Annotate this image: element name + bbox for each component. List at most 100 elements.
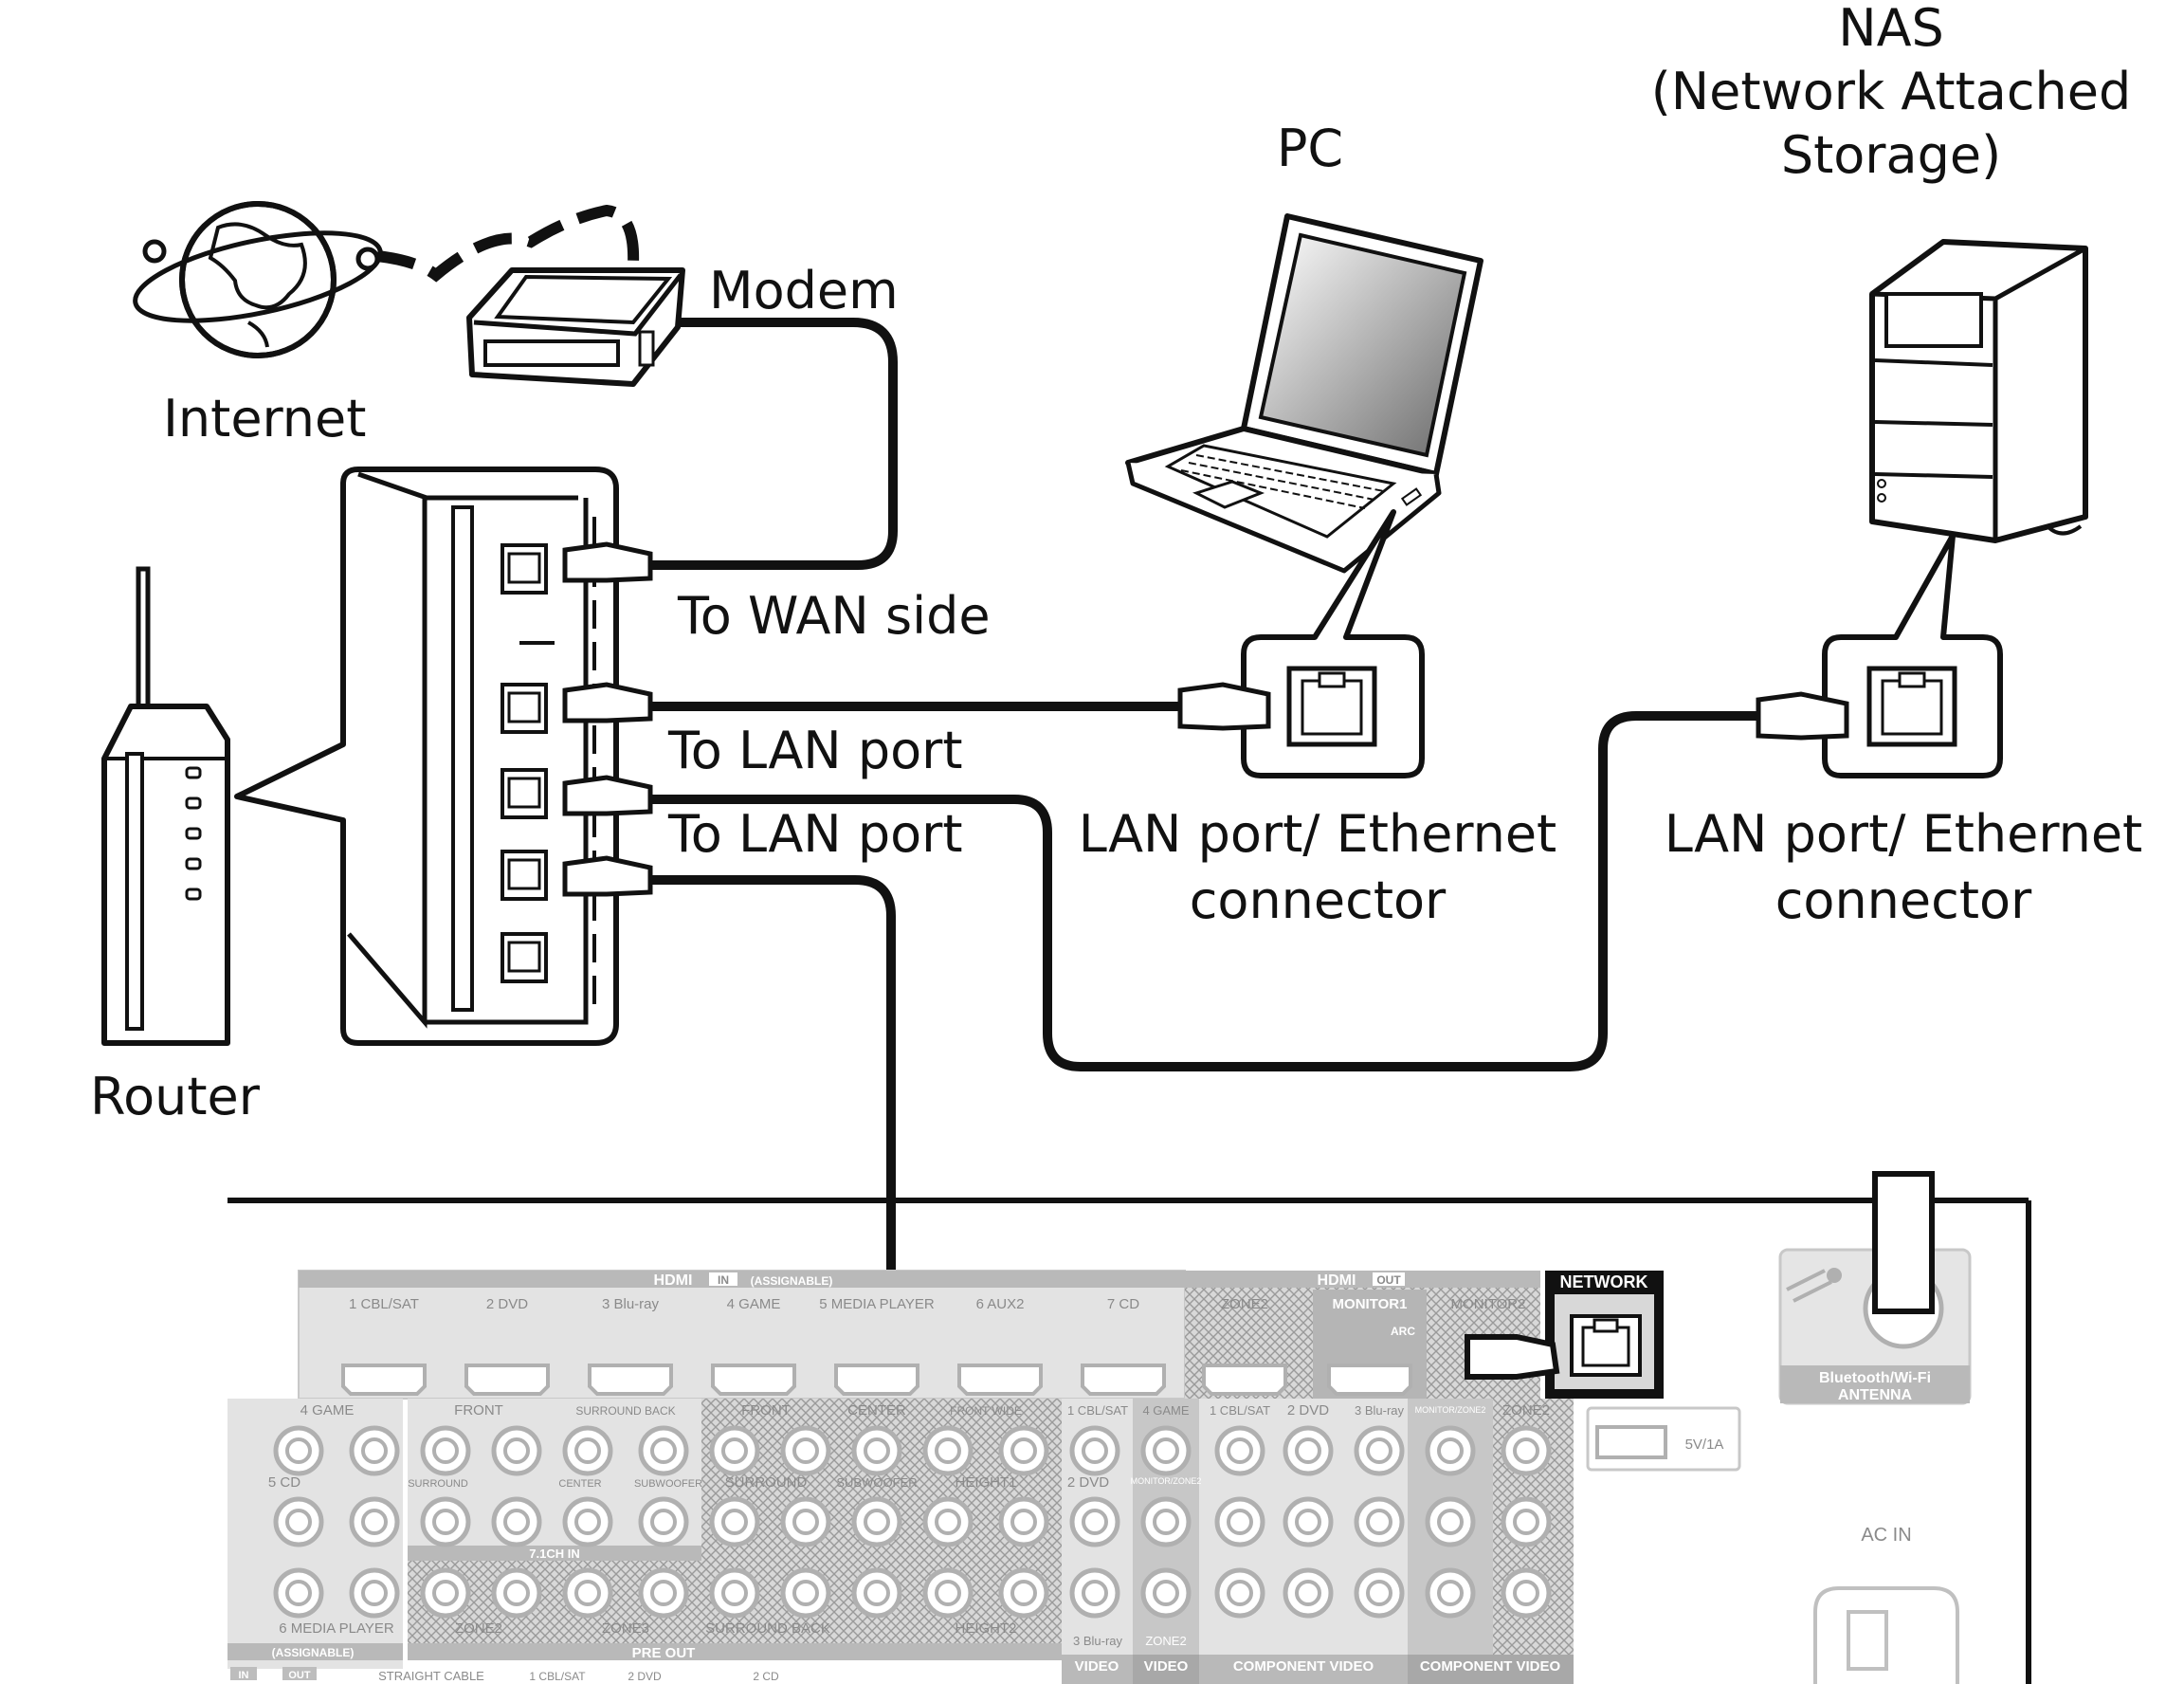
rca-jack bbox=[1140, 1496, 1192, 1547]
modem-wan-cable bbox=[630, 318, 898, 570]
nas-port-label: LAN port/ Ethernet bbox=[1665, 804, 2142, 864]
hdmi-out-title: HDMI bbox=[1318, 1272, 1356, 1289]
rca-jack bbox=[420, 1425, 471, 1476]
rj45-plug bbox=[562, 855, 653, 897]
rj45-plug bbox=[1756, 691, 1849, 741]
arc-label: ARC bbox=[1391, 1325, 1415, 1338]
hdmi-in-assignable: (ASSIGNABLE) bbox=[751, 1274, 833, 1288]
analog-label: ZONE2 bbox=[1502, 1402, 1550, 1419]
hdmi-in-badge: IN bbox=[718, 1273, 729, 1287]
rca-jack bbox=[273, 1567, 324, 1619]
video-out-label: VIDEO bbox=[1144, 1658, 1189, 1675]
router-wan-port bbox=[500, 543, 548, 595]
rca-jack bbox=[491, 1567, 542, 1619]
rca-jack bbox=[1069, 1567, 1120, 1619]
rca-jack bbox=[998, 1425, 1049, 1476]
analog-label: FRONT bbox=[741, 1402, 791, 1419]
analog-label: ZONE2 bbox=[455, 1620, 502, 1637]
lan-port-label: To LAN port bbox=[667, 804, 963, 864]
analog-label: ZONE3 bbox=[602, 1620, 649, 1637]
rca-jack bbox=[998, 1496, 1049, 1547]
rca-jack bbox=[1069, 1425, 1120, 1476]
antenna-label: Bluetooth/Wi-Fi bbox=[1819, 1370, 1931, 1386]
rca-jack bbox=[709, 1496, 760, 1547]
modem-label: Modem bbox=[709, 261, 899, 320]
rca-jack bbox=[1501, 1496, 1552, 1547]
component-video-out-label: COMPONENT VIDEO bbox=[1420, 1658, 1561, 1675]
usb-power-label: 5V/1A bbox=[1685, 1437, 1724, 1453]
rca-jack bbox=[349, 1425, 400, 1476]
component-video-in-label: COMPONENT VIDEO bbox=[1233, 1658, 1374, 1675]
rca-jack bbox=[1425, 1425, 1476, 1476]
pc-label: PC bbox=[1277, 119, 1343, 178]
rj45-plug bbox=[1177, 682, 1271, 731]
hdmi-port bbox=[834, 1364, 919, 1396]
rca-jack bbox=[851, 1425, 902, 1476]
hdmi-port bbox=[711, 1364, 796, 1396]
in-badge: IN bbox=[239, 1670, 249, 1681]
analog-label: 4 GAME bbox=[1142, 1403, 1189, 1418]
hdmi-port bbox=[1202, 1364, 1287, 1396]
rca-jack bbox=[1354, 1567, 1405, 1619]
hdmi-port bbox=[588, 1364, 673, 1396]
usb-port: 5V/1A bbox=[1586, 1406, 1741, 1472]
analog-label: MONITOR/ZONE2 bbox=[1415, 1405, 1486, 1415]
network-port-label: NETWORK bbox=[1560, 1272, 1648, 1291]
tv-audio-label: 2 DVD bbox=[628, 1670, 662, 1683]
av-receiver-rear-panel: HDMI IN (ASSIGNABLE) 1 CBL/SAT 2 DVD 3 B… bbox=[228, 1171, 2031, 1684]
router-lan-port bbox=[500, 683, 548, 734]
rj45-plug bbox=[1465, 1334, 1560, 1380]
rca-jack bbox=[420, 1496, 471, 1547]
pc-port-label: connector bbox=[1190, 870, 1447, 930]
hdmi-input-label: 4 GAME bbox=[727, 1296, 781, 1312]
nas-port-label: connector bbox=[1775, 870, 2032, 930]
lan-port-label: To LAN port bbox=[667, 721, 963, 780]
hdmi-input-label: 2 DVD bbox=[486, 1296, 528, 1312]
rca-jack bbox=[1501, 1425, 1552, 1476]
rca-jack bbox=[851, 1496, 902, 1547]
rca-jack bbox=[562, 1425, 613, 1476]
rca-jack bbox=[1425, 1496, 1476, 1547]
analog-label: 3 Blu-ray bbox=[1073, 1634, 1123, 1648]
rca-jack bbox=[851, 1567, 902, 1619]
tv-audio-label: 1 CBL/SAT bbox=[529, 1670, 586, 1683]
hdmi-port bbox=[1327, 1364, 1412, 1396]
rca-jack bbox=[1214, 1496, 1265, 1547]
router-zoom-callout bbox=[234, 467, 653, 1046]
rca-jack bbox=[638, 1496, 689, 1547]
nas-title-label: NAS bbox=[1838, 0, 1944, 58]
hdmi-port bbox=[464, 1364, 550, 1396]
analog-label: HEIGHT1 bbox=[955, 1474, 1016, 1491]
internet-globe-icon bbox=[133, 201, 640, 358]
rca-jack bbox=[1283, 1496, 1334, 1547]
internet-label: Internet bbox=[163, 389, 366, 448]
analog-label: 5 CD bbox=[268, 1474, 300, 1491]
analog-label: CENTER bbox=[558, 1478, 601, 1490]
rca-jack bbox=[273, 1496, 324, 1547]
rca-jack bbox=[349, 1567, 400, 1619]
rca-jack bbox=[638, 1425, 689, 1476]
rj45-plug bbox=[562, 541, 653, 583]
nas-lan-port-callout bbox=[1756, 533, 2003, 778]
tv-audio-label: 2 CD bbox=[753, 1670, 779, 1683]
analog-label: SURROUND bbox=[725, 1474, 808, 1491]
receiver-network-port: NETWORK bbox=[1545, 1271, 1664, 1399]
modem-icon bbox=[466, 267, 685, 387]
rca-jack bbox=[1354, 1496, 1405, 1547]
router-label: Router bbox=[90, 1067, 261, 1126]
nas-subtitle-label: (Network Attached bbox=[1651, 62, 2132, 121]
video-in-label: VIDEO bbox=[1075, 1658, 1119, 1675]
bluetooth-wifi-antenna: Bluetooth/Wi-Fi ANTENNA bbox=[1778, 1171, 1972, 1405]
analog-label: SURROUND BACK bbox=[575, 1404, 675, 1418]
rca-jack bbox=[780, 1567, 831, 1619]
assignable-label: (ASSIGNABLE) bbox=[272, 1646, 355, 1659]
pc-laptop-icon bbox=[1125, 213, 1483, 574]
out-badge: OUT bbox=[288, 1670, 311, 1681]
antenna-label: ANTENNA bbox=[1838, 1387, 1913, 1403]
analog-label: 4 GAME bbox=[300, 1402, 355, 1419]
wan-side-label: To WAN side bbox=[677, 586, 991, 646]
analog-label: 2 DVD bbox=[1287, 1402, 1329, 1419]
analog-label: FRONT WIDE bbox=[950, 1404, 1022, 1418]
rca-jack bbox=[1140, 1567, 1192, 1619]
analog-label: SURROUND bbox=[408, 1478, 468, 1490]
